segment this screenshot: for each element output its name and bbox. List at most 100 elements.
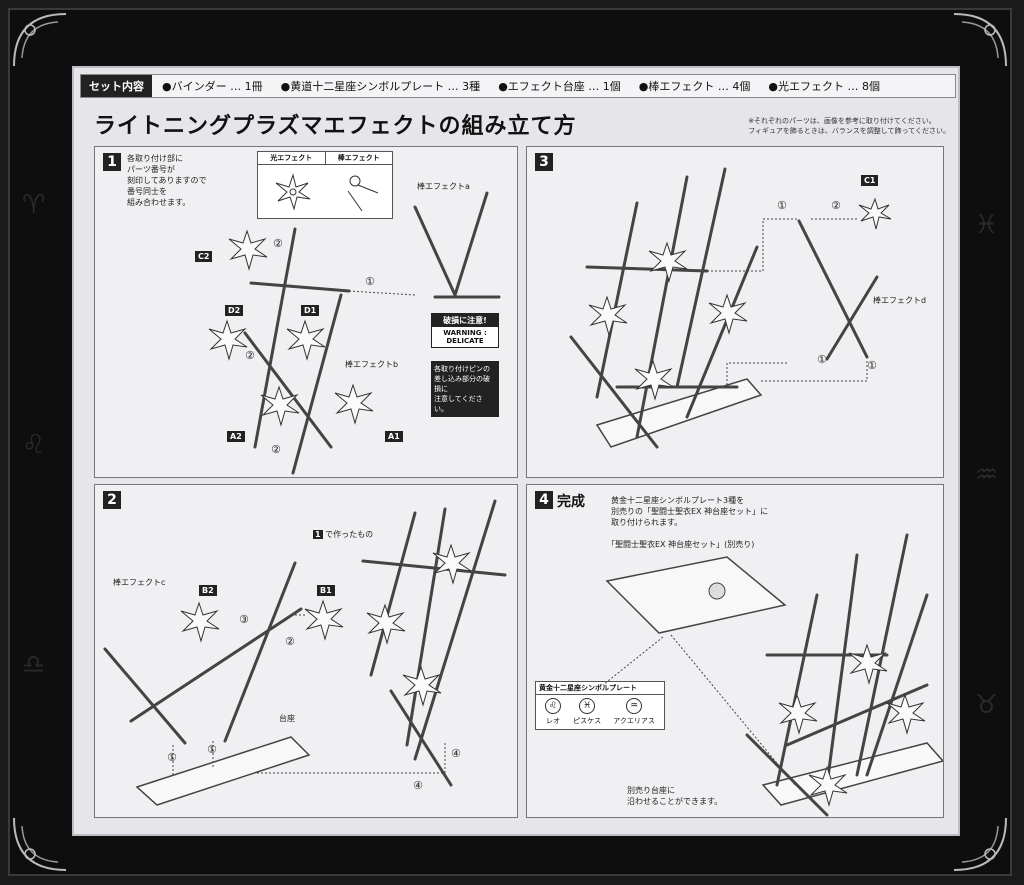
- rod-d-label: 棒エフェクトd: [873, 296, 927, 305]
- legend-light-effect: 光エフェクト: [258, 152, 326, 164]
- base-label: 台座: [279, 714, 295, 723]
- instruction-line: 各取り付け部に: [127, 154, 183, 163]
- zodiac-aquarius-icon: ♒: [626, 698, 643, 714]
- made-in-text: で作ったもの: [325, 530, 374, 539]
- zodiac-libra-icon: ♎: [22, 650, 46, 680]
- ornament-corner-icon: [953, 13, 1007, 67]
- step-mark: ①: [817, 353, 827, 366]
- warning-line: DELICATE: [446, 337, 484, 345]
- plate-name: レオ: [546, 717, 561, 725]
- step-4-text: 黄金十二星座シンボルプレート3種を 別売りの「聖闘士聖衣EX 神台座セット」に …: [611, 495, 768, 528]
- step-number: 3: [535, 153, 553, 171]
- step-ref: 1: [313, 530, 323, 539]
- set-contents-tag: セット内容: [81, 75, 152, 97]
- ornament-corner-icon: [13, 817, 67, 871]
- text-line: 沿わせることができます。: [627, 797, 723, 806]
- plate-name: ピスケス: [573, 717, 602, 725]
- set-item: ●棒エフェクト … 4個: [638, 80, 751, 93]
- instruction-line: 番号同士を: [127, 187, 167, 196]
- step-3-panel: 3 C1 棒エフェクトd ① ② ① ①: [526, 146, 944, 478]
- step-mark: ①: [867, 359, 877, 372]
- step-mark: ④: [413, 779, 423, 792]
- zodiac-aquarius-icon: ♒: [974, 460, 998, 490]
- step-number: 1: [103, 153, 121, 171]
- rod-b-label: 棒エフェクトb: [345, 360, 399, 369]
- zodiac-pisces-icon: ♓: [579, 698, 596, 714]
- page-title: ライトニングプラズマエフェクトの組み立て方: [94, 114, 577, 139]
- plate-pisces: ♓ ピスケス: [573, 698, 601, 726]
- step-4-bottom-note: 別売り台座に 沿わせることができます。: [627, 785, 722, 807]
- instruction-line: 刻印してありますので: [127, 176, 207, 185]
- symbol-plate-box: 黄金十二星座シンボルプレート ♌ レオ ♓ ピスケス ♒ アクエリアス: [535, 681, 665, 730]
- plate-head: 黄金十二星座シンボルプレート: [536, 682, 664, 695]
- set-item: ●黄道十二星座シンボルプレート … 3種: [280, 80, 481, 93]
- zodiac-aries-icon: ♈: [22, 190, 46, 220]
- assembly-notes: ※それぞれのパーツは、画像を参考に取り付けてください。 フィギュアを飾るときは、…: [748, 116, 950, 136]
- step-mark: ①: [167, 751, 177, 764]
- caution-line: 注意してください。: [434, 395, 483, 413]
- step-mark: ④: [451, 747, 461, 760]
- step-1-panel: 1 各取り付け部に パーツ番号が 刻印してありますので 番号同士を 組み合わせま…: [94, 146, 518, 478]
- note-line: ※それぞれのパーツは、画像を参考に取り付けてください。: [748, 117, 936, 125]
- note-line: フィギュアを飾るときは、バランスを調整して飾ってください。: [748, 127, 950, 135]
- step-2-panel: 2 1 で作ったもの 棒エフェクトc B2 B1 台座 ③ ② ① ① ④ ④: [94, 484, 518, 818]
- text-line: 別売り台座に: [627, 786, 675, 795]
- set-contents-bar: セット内容 ●バインダー … 1冊 ●黄道十二星座シンボルプレート … 3種 ●…: [80, 74, 956, 98]
- ornament-corner-icon: [13, 13, 67, 67]
- zodiac-leo-icon: ♌: [545, 698, 562, 714]
- text-line: 別売りの「聖闘士聖衣EX 神台座セット」に: [611, 507, 769, 516]
- box-frame: ♈ ♌ ♎ ♓ ♒ ♉ セット内容 ●バインダー … 1冊 ●黄道十二星座シンボ…: [8, 8, 1012, 876]
- step-number: 4: [535, 491, 553, 509]
- rod-c-label: 棒エフェクトc: [113, 578, 166, 587]
- step-mark: ②: [245, 349, 255, 362]
- plate-name: アクエリアス: [613, 717, 655, 725]
- step-4-illustration: [602, 533, 943, 817]
- legend-illustration: [275, 173, 379, 212]
- part-label-a1: A1: [385, 431, 403, 442]
- step-mark: ①: [207, 743, 217, 756]
- parts-legend: 光エフェクト 棒エフェクト: [257, 151, 393, 219]
- plate-aquarius: ♒ アクエリアス: [613, 698, 655, 726]
- text-line: 取り付けられます。: [611, 518, 683, 527]
- step-mark: ②: [285, 635, 295, 648]
- step-mark: ③: [239, 613, 249, 626]
- rod-a-label: 棒エフェクトa: [417, 182, 470, 191]
- made-in-step-1-label: 1 で作ったもの: [313, 529, 373, 540]
- part-label-b1: B1: [317, 585, 335, 596]
- part-label-d1: D1: [301, 305, 320, 316]
- step-4-panel: 4 完成 黄金十二星座シンボルプレート3種を 別売りの「聖闘士聖衣EX 神台座セ…: [526, 484, 944, 818]
- zodiac-leo-icon: ♌: [22, 430, 46, 460]
- step-2-illustration: [103, 499, 507, 806]
- part-label-c2: C2: [195, 251, 213, 262]
- zodiac-taurus-icon: ♉: [974, 690, 998, 720]
- warning-box: 破損に注意! WARNING : DELICATE: [431, 313, 499, 348]
- plate-leo: ♌ レオ: [545, 698, 562, 726]
- step-mark: ②: [271, 443, 281, 456]
- step-mark: ②: [831, 199, 841, 212]
- warning-line: WARNING :: [443, 329, 487, 337]
- legend-rod-effect: 棒エフェクト: [337, 154, 380, 162]
- step-1-instruction: 各取り付け部に パーツ番号が 刻印してありますので 番号同士を 組み合わせます。: [127, 153, 207, 208]
- step-3-illustration: [569, 167, 892, 449]
- instruction-sheet: セット内容 ●バインダー … 1冊 ●黄道十二星座シンボルプレート … 3種 ●…: [72, 66, 960, 836]
- warning-head: 破損に注意!: [432, 314, 498, 327]
- caution-note: 各取り付けピンの 差し込み部分の破損に 注意してください。: [431, 361, 499, 417]
- step-1-illustration: [208, 191, 501, 475]
- instruction-line: パーツ番号が: [127, 165, 175, 174]
- step-mark: ①: [777, 199, 787, 212]
- set-item: ●エフェクト台座 … 1個: [498, 80, 621, 93]
- step-4-heading: 完成: [557, 494, 585, 510]
- part-label-d2: D2: [225, 305, 244, 316]
- set-item: ●バインダー … 1冊: [162, 80, 263, 93]
- part-label-b2: B2: [199, 585, 217, 596]
- ornament-corner-icon: [953, 817, 1007, 871]
- part-label-a2: A2: [227, 431, 245, 442]
- base-set-label: 「聖闘士聖衣EX 神台座セット」(別売り): [607, 540, 755, 549]
- text-line: 黄金十二星座シンボルプレート3種を: [611, 496, 745, 505]
- step-mark: ①: [365, 275, 375, 288]
- set-item: ●光エフェクト … 8個: [768, 80, 880, 93]
- instruction-line: 組み合わせます。: [127, 198, 191, 207]
- step-number: 2: [103, 491, 121, 509]
- part-label-c1: C1: [861, 175, 879, 186]
- zodiac-pisces-icon: ♓: [974, 210, 998, 240]
